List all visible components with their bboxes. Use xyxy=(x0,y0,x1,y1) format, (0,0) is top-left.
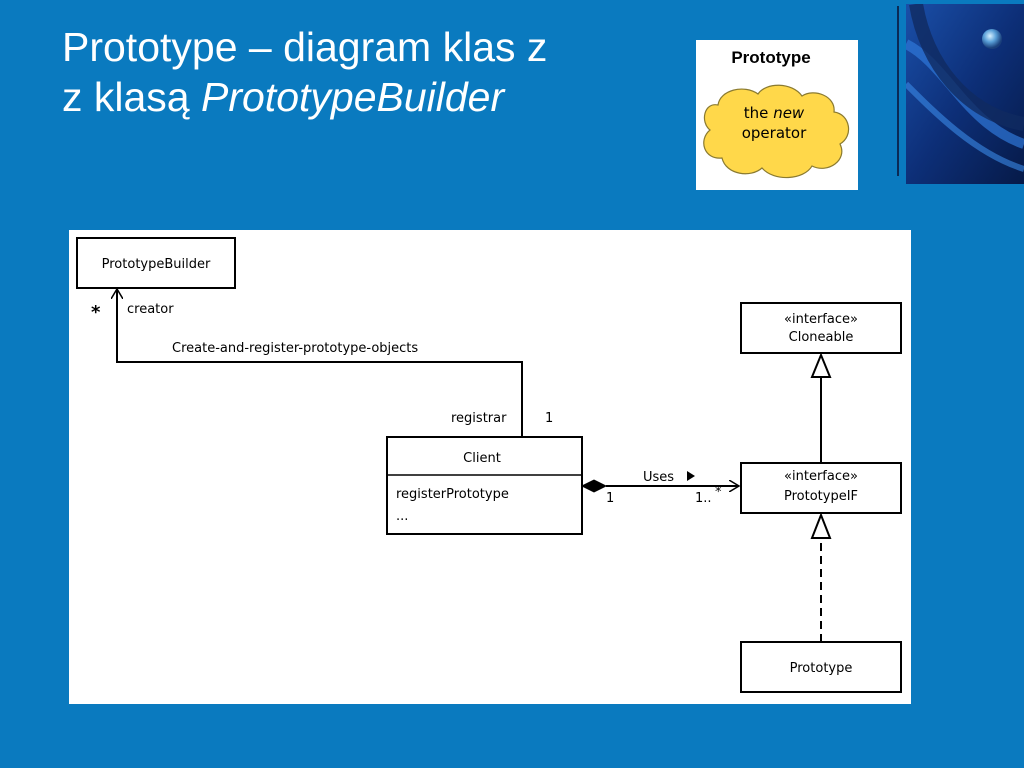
slide-title: Prototype – diagram klas z z klasą Proto… xyxy=(62,22,547,122)
slide-title-line2: z klasą PrototypeBuilder xyxy=(62,72,547,122)
slide-title-line1: Prototype – diagram klas z xyxy=(62,24,548,70)
association-uses: Uses 1 1.. * xyxy=(580,470,739,506)
class-prototypeif: «interface» PrototypeIF xyxy=(740,462,902,514)
uml-class-diagram: PrototypeBuilder Client registerPrototyp… xyxy=(76,237,902,693)
cloud-text-line1: the new xyxy=(744,104,805,122)
cloud-text-line2: operator xyxy=(742,124,807,142)
registrar-multiplicity: 1 xyxy=(545,411,553,426)
realization-prototype-prototypeif xyxy=(810,512,832,642)
uses-label: Uses xyxy=(643,470,674,485)
slide-title-emphasis: PrototypeBuilder xyxy=(201,74,505,120)
class-prototypebuilder-name: PrototypeBuilder xyxy=(102,257,211,272)
decor-corner-image xyxy=(906,4,1024,184)
class-client-ellipsis: ... xyxy=(396,509,408,524)
uml-diagram-panel: PrototypeBuilder Client registerPrototyp… xyxy=(69,230,911,704)
association-create-register: * creator Create-and-register-prototype-… xyxy=(91,289,553,437)
decor-divider-line xyxy=(897,6,899,176)
realization-triangle xyxy=(810,512,832,539)
generalization-prototypeif-cloneable xyxy=(810,352,832,463)
class-cloneable: «interface» Cloneable xyxy=(740,302,902,354)
uses-target-multiplicity: 1.. xyxy=(695,491,712,506)
creator-multiplicity: * xyxy=(91,302,101,323)
composition-diamond xyxy=(580,479,608,493)
class-client-operation: registerPrototype xyxy=(396,487,509,502)
class-prototypeif-name: PrototypeIF xyxy=(784,489,858,504)
registrar-role-label: registrar xyxy=(451,411,507,426)
class-client: Client registerPrototype ... xyxy=(386,436,583,535)
class-client-name: Client xyxy=(463,451,501,466)
creator-role-label: creator xyxy=(127,302,174,317)
class-cloneable-name: Cloneable xyxy=(789,330,854,345)
class-prototype-name: Prototype xyxy=(790,661,853,676)
prototype-card-title: Prototype xyxy=(731,48,811,67)
uses-direction-icon xyxy=(687,471,695,481)
uses-target-star: * xyxy=(715,485,722,500)
class-prototypeif-stereotype: «interface» xyxy=(784,469,858,484)
cloud-graphic: the new operator xyxy=(703,84,850,179)
decor-sphere xyxy=(982,29,1002,49)
class-prototype: Prototype xyxy=(740,641,902,693)
class-prototypebuilder: PrototypeBuilder xyxy=(76,237,236,289)
generalization-triangle xyxy=(810,352,832,378)
class-cloneable-stereotype: «interface» xyxy=(784,312,858,327)
association-name-label: Create-and-register-prototype-objects xyxy=(172,341,418,356)
slide-title-line2-prefix: z klasą xyxy=(62,74,201,120)
cloud-shape xyxy=(703,84,850,179)
uses-client-multiplicity: 1 xyxy=(606,491,614,506)
prototype-card: Prototype the new operator xyxy=(696,40,858,190)
